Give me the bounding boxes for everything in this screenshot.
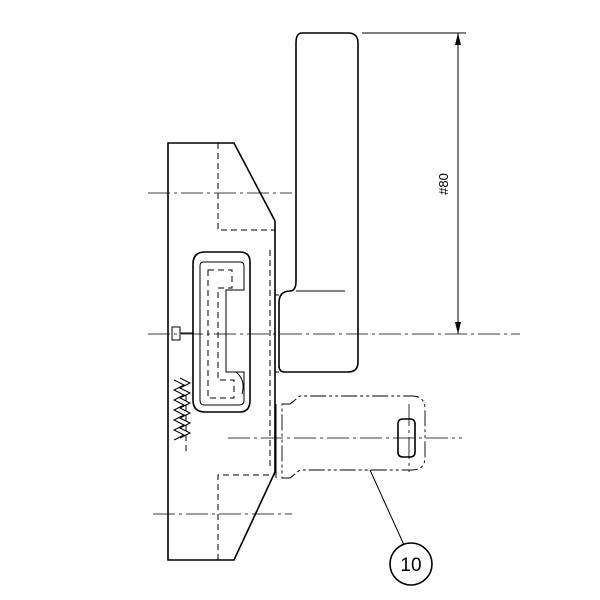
base-plate-hidden-lines [185, 143, 275, 560]
spring-right [178, 377, 192, 439]
dimension-80 [362, 32, 466, 334]
part-balloon [389, 542, 433, 586]
latch-mechanism [192, 251, 251, 413]
latch-pin [171, 326, 193, 341]
balloon-leader-line [369, 469, 405, 546]
handle-neck [275, 294, 279, 373]
base-plate-outline [167, 142, 276, 561]
dimension-label: #80 [436, 173, 451, 195]
part-number-label: 10 [400, 555, 421, 576]
spring-left [172, 379, 186, 441]
key-phantom-outline [281, 395, 426, 479]
center-lines [148, 192, 520, 515]
lever-handle-outline [278, 32, 359, 373]
key-slot [397, 418, 416, 458]
